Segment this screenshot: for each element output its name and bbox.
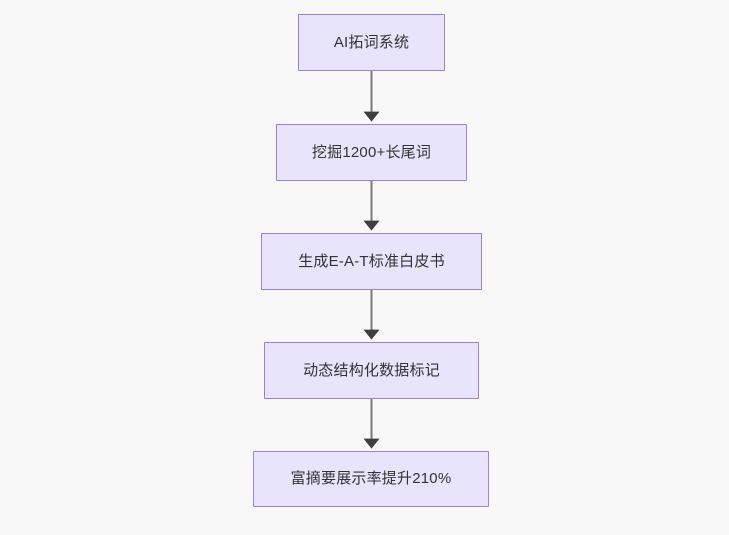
flowchart-node-ai-keyword-system[interactable]: AI拓词系统 (298, 14, 445, 71)
node-label: 动态结构化数据标记 (303, 361, 440, 379)
node-label: AI拓词系统 (333, 33, 410, 51)
flowchart-node-mine-longtail-keywords[interactable]: 挖掘1200+长尾词 (276, 124, 467, 181)
node-label: 挖掘1200+长尾词 (311, 143, 432, 161)
flowchart-node-generate-eat-whitepaper[interactable]: 生成E-A-T标准白皮书 (261, 233, 482, 290)
flowchart-node-dynamic-structured-data-markup[interactable]: 动态结构化数据标记 (264, 342, 479, 399)
flowchart-node-rich-snippet-rate-increase[interactable]: 富摘要展示率提升210% (253, 451, 489, 507)
node-label: 富摘要展示率提升210% (290, 470, 452, 487)
node-label: 生成E-A-T标准白皮书 (298, 252, 445, 270)
